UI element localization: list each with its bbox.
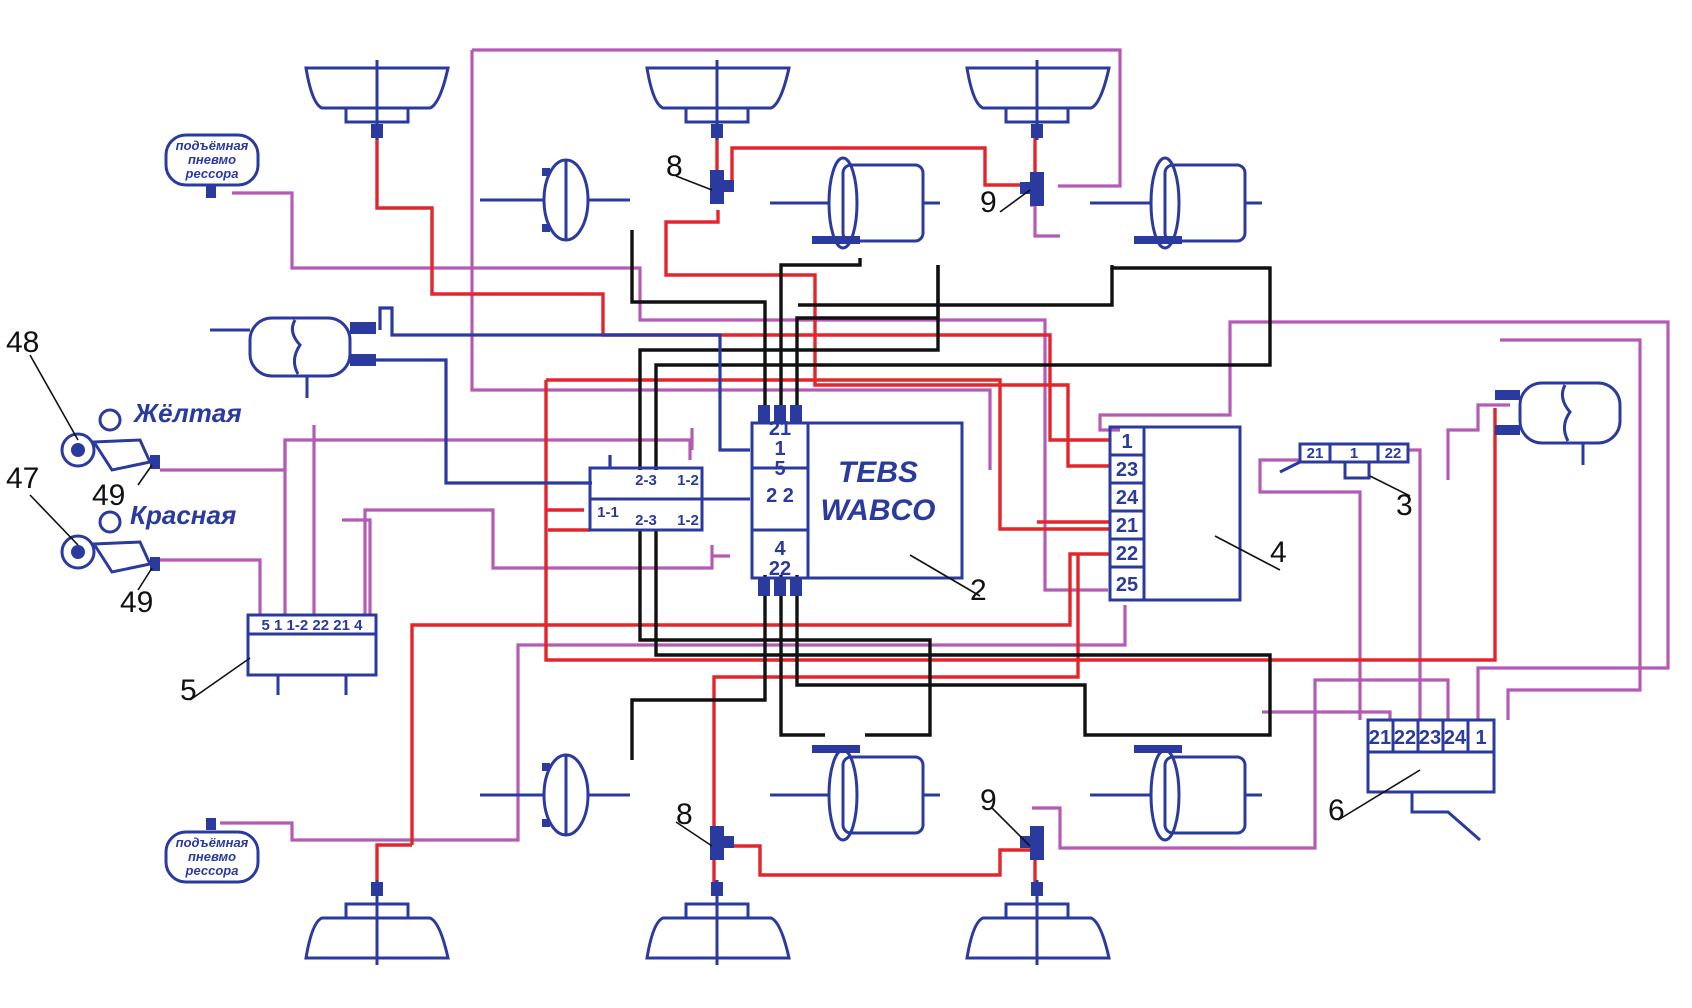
coupling-yellow-label: Жёлтая xyxy=(132,398,242,428)
relay-port-bottom-right: 1-2 xyxy=(677,512,699,529)
air-spring-bottom-line3: рессора xyxy=(185,863,239,878)
air-spring-top-line1: подъёмная xyxy=(176,138,249,153)
callout-48: 48 xyxy=(6,326,39,359)
callout-8-top: 8 xyxy=(666,150,683,183)
air-spring-top-line3: рессора xyxy=(185,166,239,181)
callout-47: 47 xyxy=(6,462,39,495)
control-lines-black xyxy=(630,230,1272,760)
ecu-port-22-bottom: 22 xyxy=(769,558,791,580)
tee-fitting-8-bottom xyxy=(710,826,734,860)
callout-8-bottom: 8 xyxy=(676,798,693,831)
relay-port-top-right: 1-2 xyxy=(677,472,699,489)
wheel-bottom-1 xyxy=(304,880,450,965)
air-tank-left xyxy=(210,316,376,398)
valve3-port-1: 1 xyxy=(1350,445,1358,462)
ecu-port-22-mid: 2 2 xyxy=(766,485,794,507)
module4-port-23: 23 xyxy=(1116,459,1138,481)
brake-lines-red xyxy=(375,128,1497,882)
air-spring-top-line2: пневмо xyxy=(188,152,236,167)
callout-3: 3 xyxy=(1396,489,1413,522)
wheel-top-3 xyxy=(965,60,1111,140)
coupling-red-label: Красная xyxy=(130,500,236,530)
callout-9-top: 9 xyxy=(980,186,997,219)
spring-brake-chamber-bottom-2 xyxy=(1090,745,1262,842)
callout-4: 4 xyxy=(1270,536,1287,569)
supply-lines-purple xyxy=(160,48,1670,850)
callout-49-bottom: 49 xyxy=(120,586,153,619)
module6-port-22: 22 xyxy=(1394,727,1416,749)
module6-port-21: 21 xyxy=(1369,727,1391,749)
relay-valve: 2-3 1-1 2-3 1-2 1-2 xyxy=(588,466,750,532)
wheel-top-2 xyxy=(645,60,791,140)
valve-3: 21 1 22 xyxy=(1279,442,1410,480)
callouts: 48 47 49 49 8 9 8 9 2 3 4 5 6 xyxy=(6,150,1413,831)
module4-port-22: 22 xyxy=(1116,543,1138,565)
spring-brake-chamber-bottom-1 xyxy=(770,745,940,842)
air-spring-bubble-top: подъёмная пневмо рессора xyxy=(164,133,260,198)
diaphragm-chamber-bottom xyxy=(480,753,630,837)
air-tank-right xyxy=(1495,381,1622,465)
ecu-port-21: 21 xyxy=(769,418,791,440)
callout-6: 6 xyxy=(1328,794,1345,827)
relay-port-mid: 1-1 xyxy=(597,504,619,521)
coupling-head-red xyxy=(60,510,160,574)
valve3-port-22: 22 xyxy=(1385,445,1402,462)
callout-49-top: 49 xyxy=(92,479,125,512)
valve3-port-21: 21 xyxy=(1307,445,1324,462)
air-spring-bottom-line1: подъёмная xyxy=(176,835,249,850)
relay-port-top: 2-3 xyxy=(635,472,657,489)
spring-brake-chamber-top-2 xyxy=(1090,156,1262,250)
ecu-port-1: 1 xyxy=(774,438,785,460)
module-5: 5 1 1-2 22 21 4 xyxy=(246,613,378,695)
leader-lines xyxy=(29,175,1421,847)
callout-2: 2 xyxy=(970,574,987,607)
tee-fitting-9-top xyxy=(1020,172,1044,206)
wheel-bottom-3 xyxy=(965,880,1111,965)
wheel-bottom-2 xyxy=(645,880,791,965)
callout-9-bottom: 9 xyxy=(980,784,997,817)
coupling-head-yellow xyxy=(60,408,160,472)
blue-lines xyxy=(376,306,750,485)
ecu-title-line2: WABCO xyxy=(821,494,936,527)
module4-port-24: 24 xyxy=(1116,487,1139,509)
relay-port-bottom: 2-3 xyxy=(635,512,657,529)
tebs-ecu: TEBS WABCO 21 1 5 2 2 4 22 xyxy=(750,405,964,596)
wheel-top-1 xyxy=(304,60,450,140)
ecu-port-4: 4 xyxy=(774,538,786,560)
ecu-port-5: 5 xyxy=(774,458,785,480)
module5-ports: 5 1 1-2 22 21 4 xyxy=(262,617,364,634)
tee-fitting-8-top xyxy=(710,170,734,204)
callout-5: 5 xyxy=(180,674,197,707)
module6-port-1: 1 xyxy=(1475,727,1486,749)
diaphragm-chamber-top xyxy=(480,158,630,242)
spring-brake-chamber-top-1 xyxy=(770,156,940,250)
module4-port-25: 25 xyxy=(1116,574,1138,596)
air-spring-bottom-line2: пневмо xyxy=(188,849,236,864)
module-6: 21 22 23 24 1 xyxy=(1366,718,1496,842)
ecu-title-line1: TEBS xyxy=(838,456,918,489)
tee-fitting-9-bottom xyxy=(1020,826,1044,860)
module-4: 1 23 24 21 22 25 xyxy=(1108,425,1242,602)
module6-port-23: 23 xyxy=(1419,727,1441,749)
module4-port-1: 1 xyxy=(1121,431,1132,453)
air-spring-bubble-bottom: подъёмная пневмо рессора xyxy=(164,818,260,884)
module6-port-24: 24 xyxy=(1444,727,1467,749)
module4-port-21: 21 xyxy=(1116,515,1138,537)
